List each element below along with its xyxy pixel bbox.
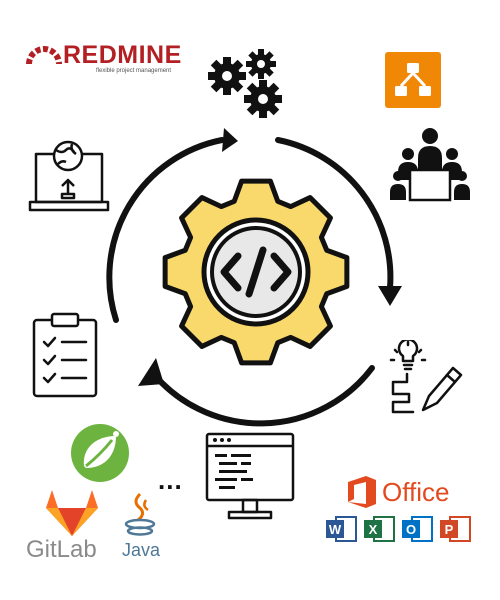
redmine-tagline: flexible project management [96,68,172,74]
center-code-gear [162,178,350,366]
office-logo-icon [348,476,376,508]
office-title: Office [382,477,450,507]
gitlab-logo-icon [46,490,98,536]
office-app-w-icon: W [326,516,357,542]
java-logo-icon [124,492,156,536]
office-app-letter: X [369,522,378,537]
office-app-p-icon: P [440,516,471,542]
office-app-letter: W [329,522,342,537]
redmine-logo [26,40,166,80]
office-app-o-icon: O [402,516,433,542]
gears-icon [208,49,282,118]
redmine-arc-icon [26,46,62,65]
redmine-title: REDMINE [63,41,182,69]
flowchart-app-icon [385,52,441,108]
more-tools-ellipsis: ... [158,465,183,495]
checklist-clipboard-icon [32,312,98,398]
idea-design-icon [389,340,463,414]
team-meeting-icon [390,128,470,202]
code-monitor-icon [205,432,295,520]
cycle-arrows [106,128,402,427]
java-label: Java [122,540,161,560]
spring-logo-icon [71,424,129,482]
gitlab-label: GitLab [26,536,97,563]
office-app-letter: P [445,522,454,537]
web-laptop-icon [28,140,110,212]
office-app-letter: O [406,522,416,537]
office-app-x-icon: X [364,516,395,542]
